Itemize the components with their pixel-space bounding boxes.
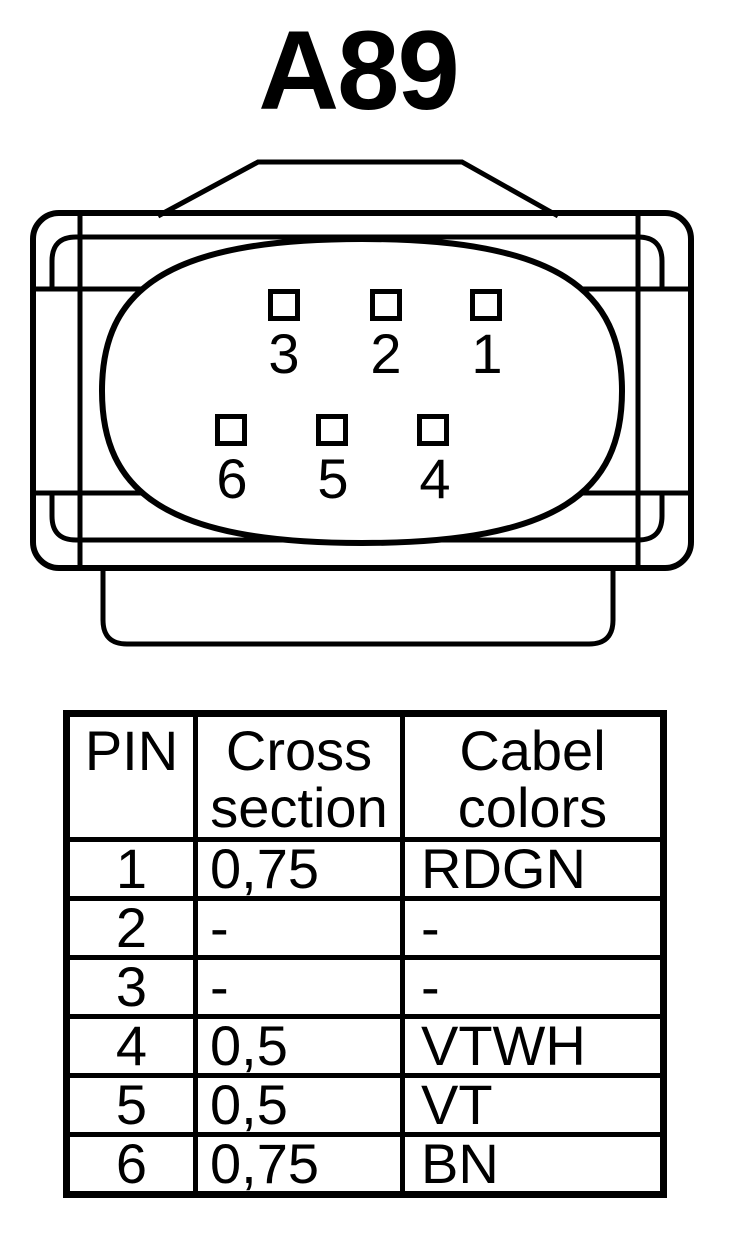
pin-label-3: 3 xyxy=(268,322,300,385)
pin-number: 2 xyxy=(64,896,198,960)
connector-id-title: A89 xyxy=(258,8,459,133)
table-row: 4 0,5 VTWH xyxy=(64,1014,666,1078)
pin-label-5: 5 xyxy=(317,447,349,510)
pin-square-2 xyxy=(370,289,402,321)
cable-color-value: - xyxy=(400,955,666,1019)
cable-color-value: VT xyxy=(400,1073,666,1137)
pin-square-5 xyxy=(316,414,348,446)
pin-label-2: 2 xyxy=(370,322,402,385)
pin-number: 3 xyxy=(64,955,198,1019)
table-row: 5 0,5 VT xyxy=(64,1073,666,1137)
connector-outer-housing xyxy=(30,210,694,571)
cable-color-value: VTWH xyxy=(400,1014,666,1078)
pin-label-6: 6 xyxy=(216,447,248,510)
pin-square-6 xyxy=(215,414,247,446)
table-row: 3 - - xyxy=(64,955,666,1019)
pin-label-1: 1 xyxy=(471,322,503,385)
pin-number: 5 xyxy=(64,1073,198,1137)
cross-section-value: - xyxy=(193,896,405,960)
cross-section-value: 0,75 xyxy=(193,1132,405,1197)
cable-color-value: - xyxy=(400,896,666,960)
cross-section-value: 0,5 xyxy=(193,1073,405,1137)
header-pin: PIN xyxy=(64,711,198,842)
connector-front-view-diagram xyxy=(30,159,694,647)
cross-section-value: - xyxy=(193,955,405,1019)
cross-section-value: 0,75 xyxy=(193,837,405,901)
key-trapezoid xyxy=(156,159,560,219)
header-cable-colors: Cabel colors xyxy=(400,711,666,842)
pin-square-4 xyxy=(417,414,449,446)
pin-number: 6 xyxy=(64,1132,198,1197)
cable-color-value: RDGN xyxy=(400,837,666,901)
pin-number: 4 xyxy=(64,1014,198,1078)
cable-color-value: BN xyxy=(400,1132,666,1197)
header-cross-section: Cross section xyxy=(193,711,405,842)
pin-square-1 xyxy=(470,289,502,321)
table-header-row: PIN Cross section Cabel colors xyxy=(64,711,666,842)
table-row: 1 0,75 RDGN xyxy=(64,837,666,901)
table-row: 6 0,75 BN xyxy=(64,1132,666,1197)
pin-square-3 xyxy=(268,289,300,321)
table-row: 2 - - xyxy=(64,896,666,960)
pin-assignment-table: PIN Cross section Cabel colors 1 0,75 RD… xyxy=(63,710,667,1198)
rear-housing-tab xyxy=(100,566,616,647)
cross-section-value: 0,5 xyxy=(193,1014,405,1078)
pin-number: 1 xyxy=(64,837,198,901)
pin-label-4: 4 xyxy=(419,447,451,510)
